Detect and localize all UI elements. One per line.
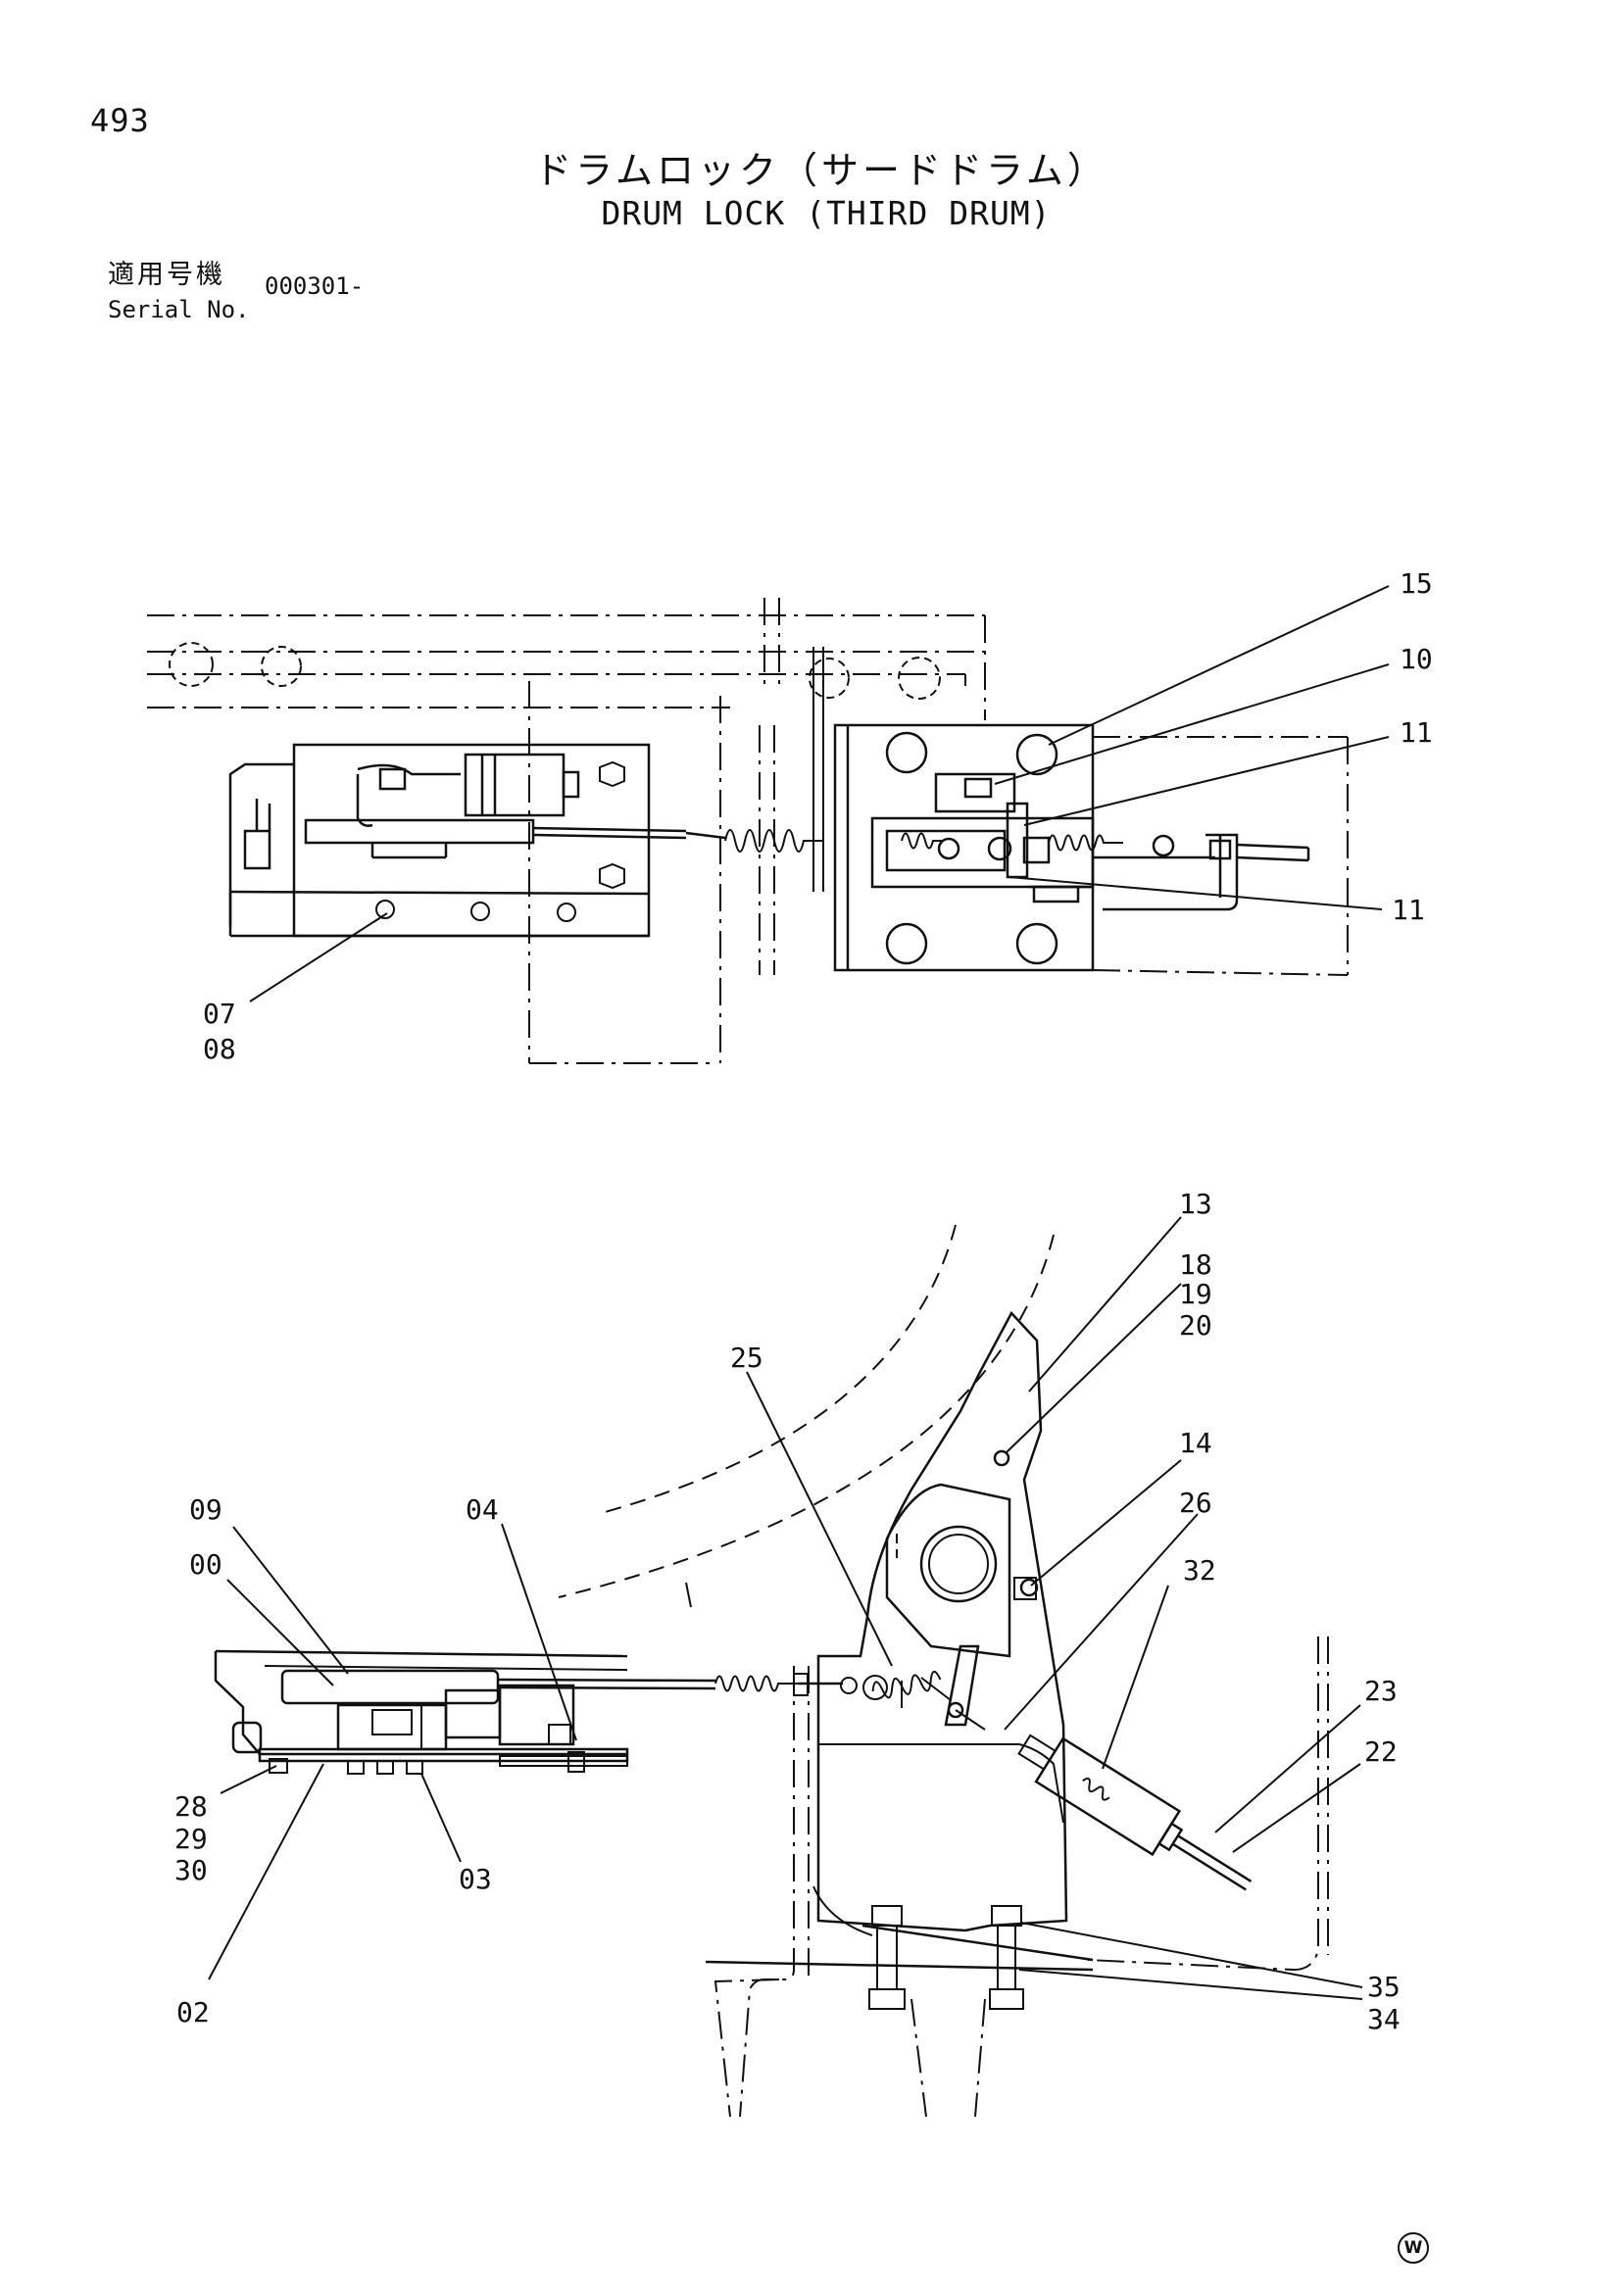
callout-03: 03 [459, 1863, 492, 1895]
callout-35: 35 [1367, 1971, 1401, 2003]
callout-34: 34 [1367, 2003, 1401, 2035]
callout-07: 07 [203, 998, 236, 1030]
page-title: DRUM LOCK (THIRD DRUM) [601, 194, 1052, 232]
callout-11-lower: 11 [1392, 894, 1425, 926]
page-number: 493 [90, 102, 150, 139]
callout-02: 02 [176, 1996, 210, 2028]
side-view-leaders [208, 1216, 1363, 2000]
callout-18: 18 [1179, 1248, 1212, 1281]
w-mark-icon: W [1398, 2232, 1429, 2264]
callout-04: 04 [466, 1493, 499, 1526]
callout-30: 30 [174, 1854, 208, 1886]
callout-26: 26 [1179, 1487, 1212, 1519]
callout-10: 10 [1400, 643, 1433, 675]
callout-25: 25 [730, 1342, 763, 1374]
serial-label: Serial No. [108, 296, 250, 323]
callout-09: 09 [189, 1493, 222, 1526]
callout-13: 13 [1179, 1188, 1212, 1220]
callout-15: 15 [1400, 567, 1433, 600]
callout-14: 14 [1179, 1427, 1212, 1459]
callout-23: 23 [1364, 1675, 1398, 1707]
callout-00: 00 [189, 1548, 222, 1581]
callout-08: 08 [203, 1033, 236, 1065]
callout-32: 32 [1183, 1554, 1216, 1587]
callout-20: 20 [1179, 1309, 1212, 1342]
callout-29: 29 [174, 1823, 208, 1855]
page-title-japanese: ドラムロック（サードドラム） [534, 149, 1108, 192]
callout-22: 22 [1364, 1735, 1398, 1768]
callout-19: 19 [1179, 1278, 1212, 1310]
callout-28: 28 [174, 1790, 208, 1823]
serial-number: 000301- [265, 272, 365, 300]
top-view-drawing [147, 598, 1349, 1064]
serial-label-japanese: 適用号機 [108, 260, 225, 290]
side-view-drawing [214, 1224, 1329, 2118]
top-view-leaders [249, 585, 1390, 1002]
callout-11: 11 [1400, 716, 1433, 749]
